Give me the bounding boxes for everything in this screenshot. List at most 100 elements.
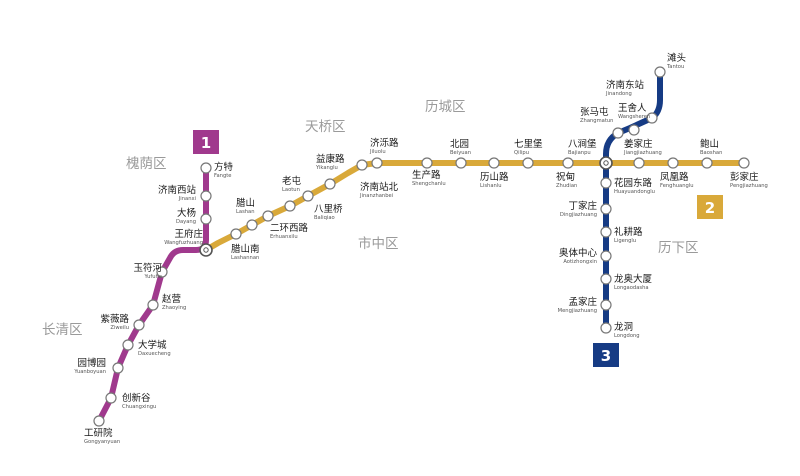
station-marker [738, 157, 750, 169]
station-pinyin: Lashan [236, 209, 255, 215]
station-name: 姜家庄 [624, 138, 653, 150]
line-2-badge[interactable]: 2 [697, 195, 723, 219]
line-3-badge[interactable]: 3 [593, 343, 619, 367]
station-marker [284, 200, 296, 212]
station-marker [230, 228, 242, 240]
line-1-badge[interactable]: 1 [193, 130, 219, 154]
interchange-inner-ring [203, 247, 209, 253]
station-pinyin: Lashannan [231, 255, 259, 261]
station-marker [93, 415, 105, 427]
station-name: 龙奥大厦 [614, 273, 653, 285]
station-name: 玉符河 [133, 262, 162, 274]
station-marker [262, 210, 274, 222]
station-pinyin: Ziweilu [110, 325, 129, 331]
station-pinyin: Mengjiazhuang [558, 308, 597, 314]
station-name: 大学城 [138, 339, 167, 351]
station-name: 二环西路 [270, 222, 309, 234]
station-name: 七里堡 [514, 138, 543, 150]
station-pinyin: Lishanlu [480, 183, 502, 189]
station-marker [455, 157, 467, 169]
station-pinyin: Chuangxingu [122, 404, 156, 410]
station-name: 花园东路 [614, 177, 653, 189]
station-pinyin: Jinanzhanbei [359, 193, 393, 199]
district-shizhong: 市中区 [358, 235, 399, 252]
station-name: 生产路 [412, 169, 441, 181]
district-tianqiao: 天桥区 [305, 119, 346, 135]
station-name: 紫薇路 [100, 313, 129, 325]
station-marker [600, 273, 612, 285]
interchange-inner-ring [603, 160, 609, 166]
station-pinyin: Shengchanlu [412, 181, 446, 187]
station-marker [371, 157, 383, 169]
station-pinyin: Ligenglu [614, 238, 636, 244]
station-marker [612, 127, 624, 139]
station-pinyin: Yuanboyuan [73, 369, 106, 375]
station-pinyin: Beiyuan [450, 150, 471, 156]
station-pinyin: Erhuanxilu [270, 234, 298, 240]
station-marker [122, 339, 134, 351]
district-changqing: 长清区 [42, 322, 83, 338]
station-pinyin: Jinanxi [178, 196, 196, 202]
station-pinyin: Pengjiazhuang [730, 183, 768, 189]
district-huaiyin: 槐荫区 [126, 156, 167, 172]
line-1-badge-label: 1 [201, 134, 211, 152]
station-pinyin: Zhudian [556, 183, 577, 189]
station-pinyin: Wangsheren [618, 114, 650, 120]
station-pinyin: Jinandong [605, 91, 632, 97]
station-marker [302, 190, 314, 202]
station-marker [246, 219, 258, 231]
station-pinyin: Gongyanyuan [84, 439, 120, 445]
station-name: 济南东站 [606, 79, 645, 91]
station-name: 八里桥 [314, 203, 343, 215]
station-marker [112, 362, 124, 374]
station-marker [600, 299, 612, 311]
station-pinyin: Zhangmatun [580, 118, 613, 124]
station-marker [133, 319, 145, 331]
station-marker [600, 177, 612, 189]
station-marker [600, 226, 612, 238]
station-name: 腊山南 [231, 243, 260, 255]
